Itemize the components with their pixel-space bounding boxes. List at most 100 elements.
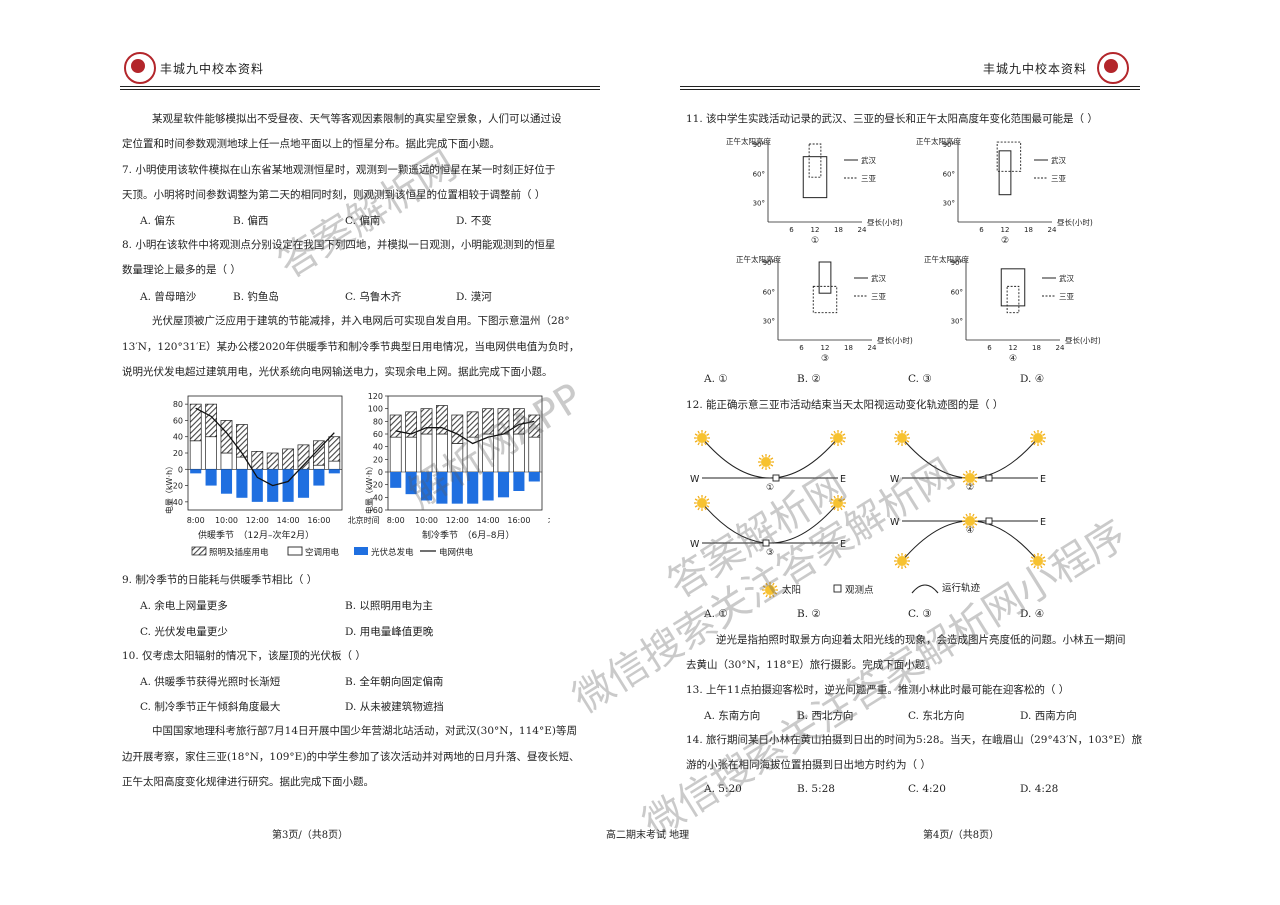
q7-option-d[interactable]: D. 不变 [456, 215, 492, 227]
q8-option-a[interactable]: A. 曾母暗沙 [140, 291, 197, 303]
q14-line1: 14. 旅行期间某日小林在黄山拍摄到日出的时间为5:28。当天，在峨眉山（29°… [686, 734, 1143, 746]
sun-icon [830, 430, 846, 446]
box-sanya [812, 285, 838, 314]
q8-option-d[interactable]: D. 漠河 [456, 291, 492, 303]
sun-icon [962, 513, 978, 529]
mini-y-tick: 90° [943, 141, 955, 149]
mini-x-tick: 12 [811, 226, 820, 234]
west-label: W [890, 474, 900, 485]
q11-option-d[interactable]: D. ④ [1020, 373, 1045, 385]
q8-option-b[interactable]: B. 钓鱼岛 [233, 291, 279, 303]
footer-center: 高二期末考试 地理 [606, 830, 690, 841]
bar-lighting [420, 408, 433, 435]
bar-lighting [282, 448, 294, 470]
mini-ylabel: 正午太阳高度 [736, 254, 781, 264]
sun-icon [1030, 430, 1046, 446]
bar-pv [482, 472, 494, 501]
q14-option-d[interactable]: D. 4:28 [1020, 783, 1059, 795]
y-tick-label: 80 [173, 400, 183, 409]
q12-option-b[interactable]: B. ② [797, 608, 821, 620]
bar-lighting [389, 414, 402, 438]
legend-point-swatch [833, 584, 842, 593]
east-label: E [1040, 474, 1046, 485]
box-wuhan [998, 150, 1012, 196]
mini-label: ④ [1009, 354, 1017, 362]
header-school-left: 丰城九中校本资料 [160, 62, 265, 76]
q11-option-c[interactable]: C. ③ [908, 373, 932, 385]
mini-ylabel: 正午太阳高度 [916, 136, 961, 146]
q12-option-d[interactable]: D. ④ [1020, 608, 1045, 620]
east-label: E [1040, 517, 1046, 528]
bar-lighting [482, 408, 494, 435]
q9-option-d[interactable]: D. 用电量峰值更晚 [345, 626, 434, 638]
q10-option-a[interactable]: A. 供暖季节获得光照时长渐短 [140, 676, 281, 688]
bar-pv [236, 469, 248, 498]
q7-option-c[interactable]: C. 偏南 [345, 215, 381, 227]
q10-option-b[interactable]: B. 全年朝向固定偏南 [345, 676, 444, 688]
q11-option-a[interactable]: A. ① [704, 373, 728, 385]
q7-option-a[interactable]: A. 偏东 [140, 215, 176, 227]
winter-title: 供暖季节 （12月–次年2月） [198, 529, 314, 541]
y-tick-label: -20 [170, 482, 183, 491]
bar-lighting [220, 420, 233, 454]
sun-icon [894, 553, 910, 569]
q9-option-c[interactable]: C. 光伏发电量更少 [140, 626, 228, 638]
x-tick-label: 16:00 [307, 516, 330, 525]
q11-option-b[interactable]: B. ② [797, 373, 821, 385]
legend-sanya: 三亚 [861, 174, 876, 183]
q13-option-a[interactable]: A. 东南方向 [704, 710, 761, 722]
q13-option-c[interactable]: C. 东北方向 [908, 710, 965, 722]
legend-wuhan: 武汉 [861, 155, 876, 165]
q10-option-d[interactable]: D. 从未被建筑物遮挡 [345, 701, 444, 713]
q14-option-c[interactable]: C. 4:20 [908, 783, 946, 795]
bar-ac [205, 436, 217, 470]
box-sanya [1006, 285, 1020, 314]
legend-lighting: 照明及插座用电 [209, 547, 269, 558]
grid-supply-line [395, 420, 535, 445]
intro4-line1: 逆光是指拍照时取景方向迎着太阳光线的现象，会造成图片亮度低的问题。小林五一期间 [716, 634, 1126, 646]
header-rule-right-2 [680, 89, 1140, 90]
mini-x-tick: 24 [868, 344, 877, 352]
observation-point [762, 539, 770, 547]
mini-label: ② [1001, 236, 1009, 246]
legend-path-text: 运行轨迹 [942, 582, 981, 594]
q12-option-c[interactable]: C. ③ [908, 608, 932, 620]
q12-text: 12. 能正确示意三亚市活动结束当天太阳视运动变化轨迹图的是（ ） [686, 399, 1004, 411]
intro4-line2: 去黄山（30°N，118°E）旅行摄影。完成下面小题。 [686, 659, 936, 671]
bar-pv [513, 472, 525, 491]
legend-pv-swatch [354, 547, 368, 555]
bar-lighting [205, 403, 217, 438]
q10-option-c[interactable]: C. 制冷季节正午倾斜角度最大 [140, 701, 281, 713]
header-school-right: 丰城九中校本资料 [983, 62, 1088, 76]
y-tick-label: 0 [178, 465, 183, 474]
q13-option-b[interactable]: B. 西北方向 [797, 710, 854, 722]
mini-x-tick: 18 [1032, 344, 1041, 352]
q12-option-a[interactable]: A. ① [704, 608, 728, 620]
mini-x-tick: 12 [821, 344, 830, 352]
q7-option-b[interactable]: B. 偏西 [233, 215, 269, 227]
bar-pv [451, 472, 463, 504]
q14-option-b[interactable]: B. 5:28 [797, 783, 835, 795]
legend-sun-text: 太阳 [782, 584, 801, 596]
y-tick-label: 100 [368, 405, 383, 414]
q14-option-a[interactable]: A. 5:20 [704, 783, 742, 795]
bar-pv [528, 472, 540, 482]
sun-icon [694, 495, 710, 511]
footer-right-page: 第4页/（共8页） [923, 830, 1000, 841]
q9-text: 9. 制冷季节的日能耗与供暖季节相比（ ） [122, 574, 318, 586]
school-logo-left [124, 52, 156, 84]
bar-lighting [189, 403, 202, 442]
q9-option-a[interactable]: A. 余电上网量更多 [140, 600, 228, 612]
y-tick-label: -40 [170, 498, 183, 507]
q7-line1: 7. 小明使用该软件模拟在山东省某地观测恒星时，观测到一颗遥远的恒星在某一时刻正… [122, 164, 556, 176]
q13-option-d[interactable]: D. 西南方向 [1020, 710, 1077, 722]
summer-ylabel: 电量（kW·h） [364, 462, 374, 514]
mini-y-tick: 30° [763, 318, 775, 326]
q9-option-b[interactable]: B. 以照明用电为主 [345, 600, 433, 612]
mini-x-tick: 6 [987, 344, 992, 352]
q8-option-c[interactable]: C. 乌鲁木齐 [345, 291, 402, 303]
